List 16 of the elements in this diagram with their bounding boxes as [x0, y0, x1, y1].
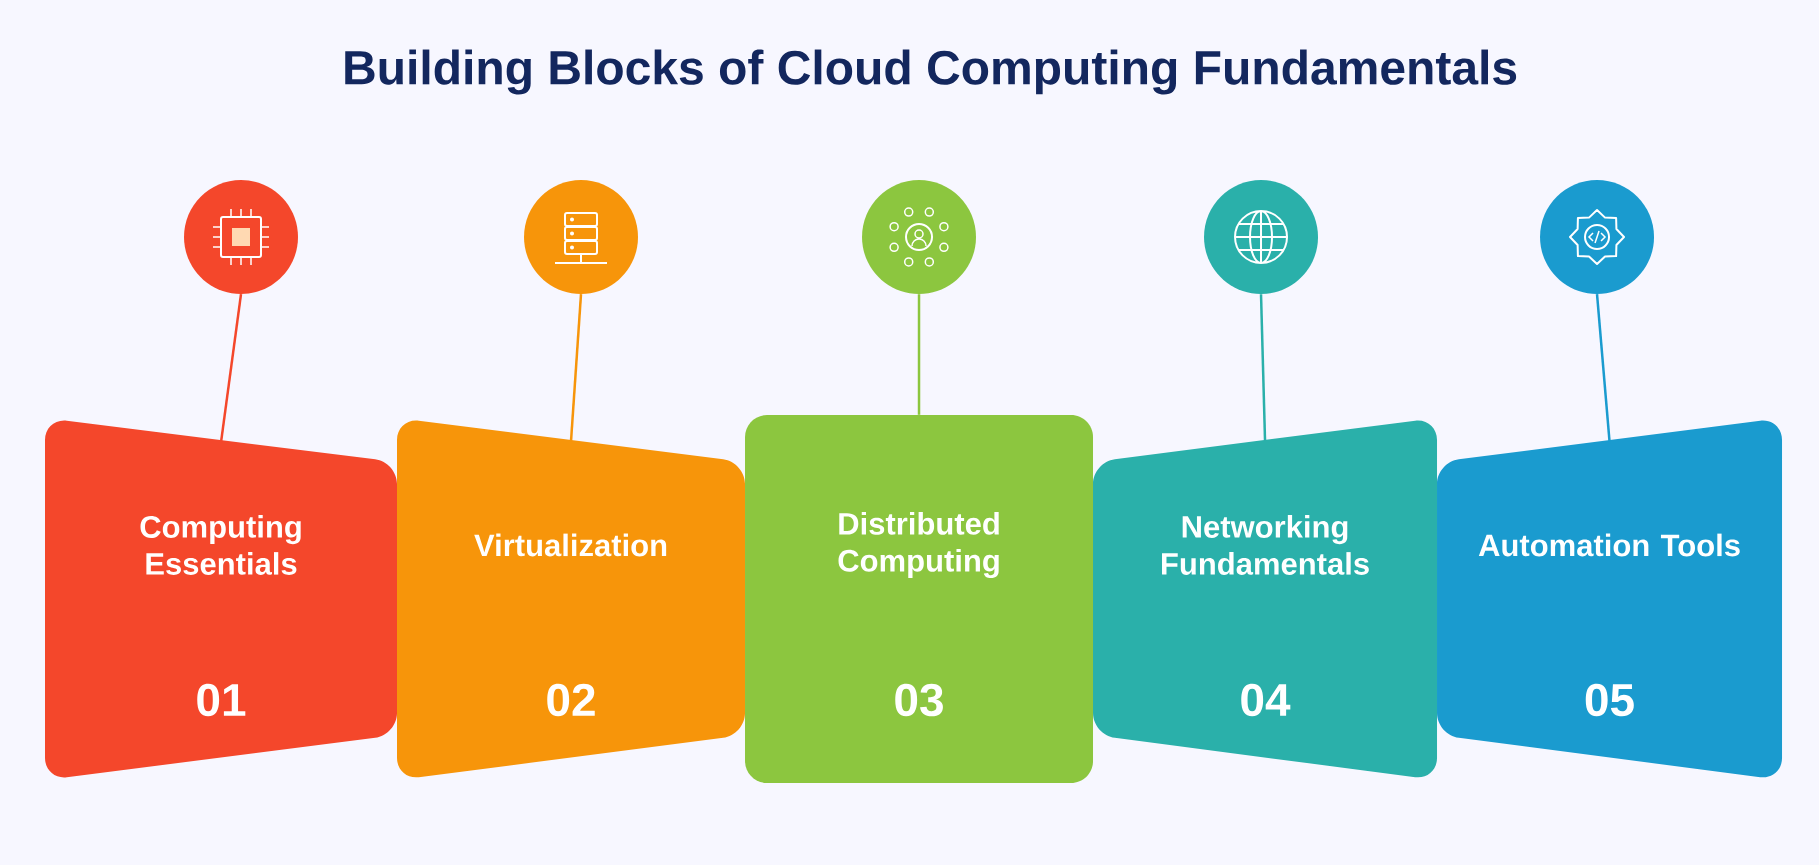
- icon-circle: [1540, 180, 1654, 294]
- icon-circle: [524, 180, 638, 294]
- connector-line: [219, 294, 243, 443]
- panel: Networking Fundamentals 04: [1093, 420, 1437, 778]
- icon-circle: [184, 180, 298, 294]
- connector-line: [917, 294, 921, 415]
- panel: Computing Essentials 01: [45, 420, 397, 778]
- panel: Automation Tools 05: [1437, 420, 1783, 778]
- connector-line: [569, 294, 583, 442]
- panel: Distributed Computing 03: [745, 415, 1093, 783]
- icon-circle: [862, 180, 976, 294]
- connector-line: [1259, 294, 1267, 441]
- connector-line: [1595, 294, 1611, 442]
- title: Building Blocks of Cloud Computing Fundamentals: [345, 49, 1517, 95]
- panel: Virtualization 02: [397, 420, 745, 778]
- icon-circle: [1204, 180, 1318, 294]
